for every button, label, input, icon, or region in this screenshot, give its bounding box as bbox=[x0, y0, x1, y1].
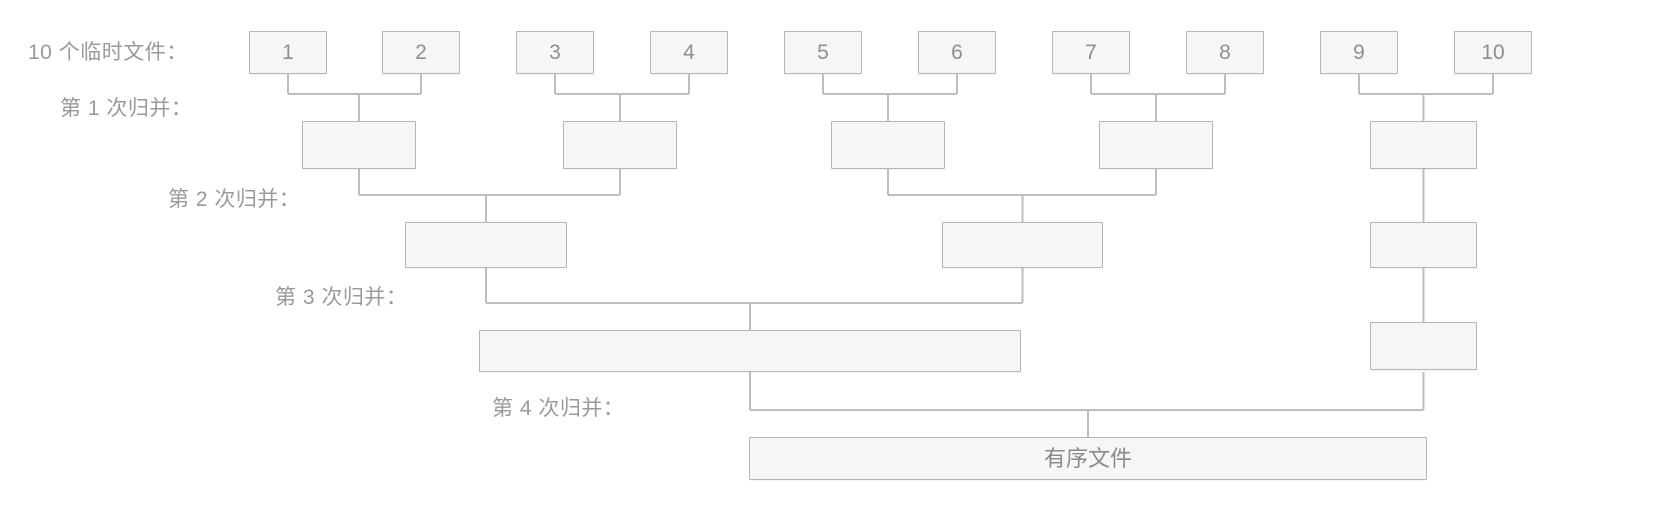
temp-file-box: 7 bbox=[1052, 31, 1130, 74]
row-merge-3-label: 第 3 次归并： bbox=[275, 286, 408, 309]
merged-box bbox=[1370, 222, 1477, 268]
row-merge-4-label: 第 4 次归并： bbox=[492, 397, 625, 420]
merged-box bbox=[479, 330, 1021, 372]
row-merge-1-label: 第 1 次归并： bbox=[60, 97, 193, 120]
merged-box bbox=[405, 222, 567, 268]
temp-file-box: 10 bbox=[1454, 31, 1532, 74]
temp-file-box: 6 bbox=[918, 31, 996, 74]
temp-file-box: 5 bbox=[784, 31, 862, 74]
merged-box bbox=[1370, 322, 1477, 370]
merged-box bbox=[942, 222, 1103, 268]
temp-file-box: 9 bbox=[1320, 31, 1398, 74]
temp-file-box: 8 bbox=[1186, 31, 1264, 74]
sorted-file-box: 有序文件 bbox=[749, 437, 1427, 480]
temp-file-box: 3 bbox=[516, 31, 594, 74]
temp-file-box: 1 bbox=[249, 31, 327, 74]
temp-file-box: 2 bbox=[382, 31, 460, 74]
merged-box bbox=[831, 121, 945, 169]
merged-box bbox=[1370, 121, 1477, 169]
merged-box bbox=[1099, 121, 1213, 169]
row-merge-2-label: 第 2 次归并： bbox=[168, 188, 301, 211]
row-initial-label: 10 个临时文件： bbox=[28, 41, 188, 64]
temp-file-box: 4 bbox=[650, 31, 728, 74]
merged-box bbox=[302, 121, 416, 169]
merged-box bbox=[563, 121, 677, 169]
